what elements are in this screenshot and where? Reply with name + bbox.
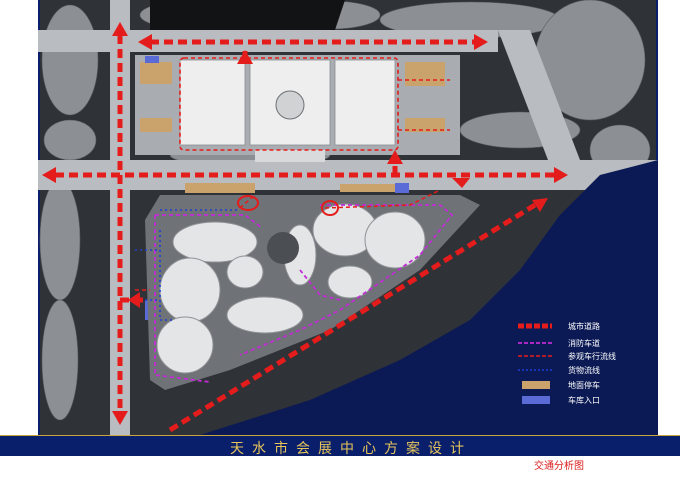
north-entrance-steps — [255, 150, 325, 162]
exhibition-hall-roofs — [179, 59, 396, 146]
legend: 城市道路 消防车道 参观车行流线 货物流线 地面停车 车库入口 — [518, 321, 616, 405]
legend-label-fire-lane: 消防车道 — [568, 338, 600, 348]
central-rotunda — [275, 90, 305, 120]
project-title: 天水市会展中心方案设计 — [230, 441, 472, 457]
drawing-title: 交通分析图 — [534, 461, 584, 472]
fire-lanes — [154, 204, 454, 383]
legend-label-visitor-route: 参观车行流线 — [568, 351, 616, 361]
legend-label-garage-entrance: 车库入口 — [568, 395, 600, 405]
goods-route — [135, 209, 240, 321]
legend-label-city-road: 城市道路 — [568, 321, 600, 331]
legend-label-goods-route: 货物流线 — [568, 365, 600, 375]
garage-entrance-swatch — [522, 396, 550, 404]
legend-label-ground-parking: 地面停车 — [568, 380, 600, 390]
frame-left-border — [38, 0, 40, 435]
exhibition-pods — [156, 203, 426, 374]
central-atrium — [267, 232, 299, 264]
ground-parking-swatch — [522, 381, 550, 389]
traffic-analysis-plan: 城市道路 消防车道 参观车行流线 货物流线 地面停车 车库入口 — [38, 0, 658, 435]
road-network — [38, 0, 658, 435]
city-roads — [55, 35, 555, 433]
title-block: 天水市会展中心方案设计 交通分析图 — [0, 435, 680, 481]
title-bar: 天水市会展中心方案设计 — [0, 435, 680, 457]
city-road-arrowheads — [42, 22, 568, 425]
ground-parking-areas — [140, 62, 445, 193]
water-body — [200, 160, 658, 435]
visitor-route-loops — [237, 195, 339, 216]
